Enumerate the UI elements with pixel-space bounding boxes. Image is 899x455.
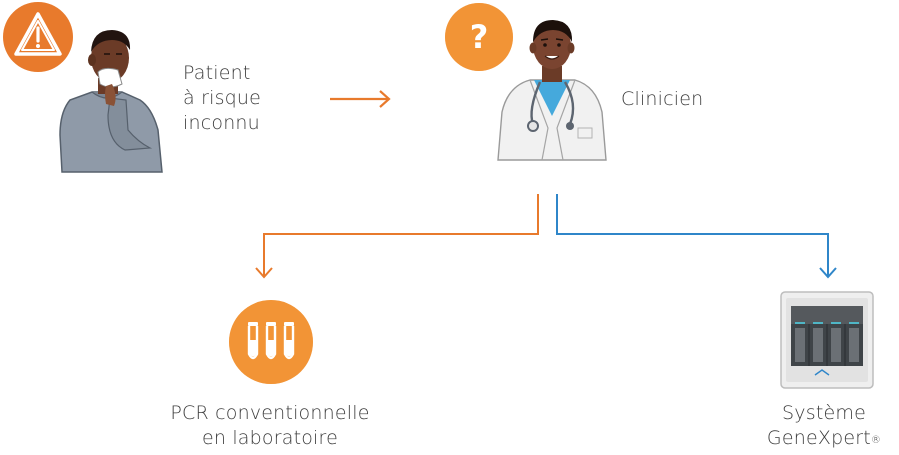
patient-figure (59, 30, 163, 173)
patient-label-line-2: à risque (183, 87, 262, 109)
trademark-symbol: ® (870, 435, 882, 446)
genexpert-label: Système GeneXpert® (749, 401, 899, 451)
genexpert-instrument-icon (780, 291, 874, 389)
branch-to-genexpert (556, 194, 837, 279)
question-mark-icon: ? (445, 3, 513, 71)
clinician-label: Clinicien (621, 87, 703, 112)
genexpert-label-line-2: GeneXpert® (749, 426, 899, 451)
genexpert-label-name: GeneXpert (766, 427, 871, 449)
test-tubes-icon (229, 300, 313, 384)
arrow-patient-to-clinician (330, 90, 391, 108)
lab-label-line-2: en laboratoire (201, 427, 339, 449)
branch-to-lab (255, 194, 539, 279)
patient-label: Patient à risque inconnu (183, 61, 261, 136)
lab-label-line-1: PCR conventionnelle (170, 402, 370, 424)
svg-text:?: ? (470, 18, 489, 56)
lab-label: PCR conventionnelle en laboratoire (130, 401, 410, 451)
clinician-label-text: Clinicien (621, 88, 704, 110)
warning-triangle-icon (3, 2, 73, 72)
patient-label-line-3: inconnu (183, 112, 260, 134)
clinician-figure (497, 20, 607, 161)
patient-label-line-1: Patient (183, 62, 251, 84)
genexpert-label-line-1: Système (782, 402, 866, 424)
